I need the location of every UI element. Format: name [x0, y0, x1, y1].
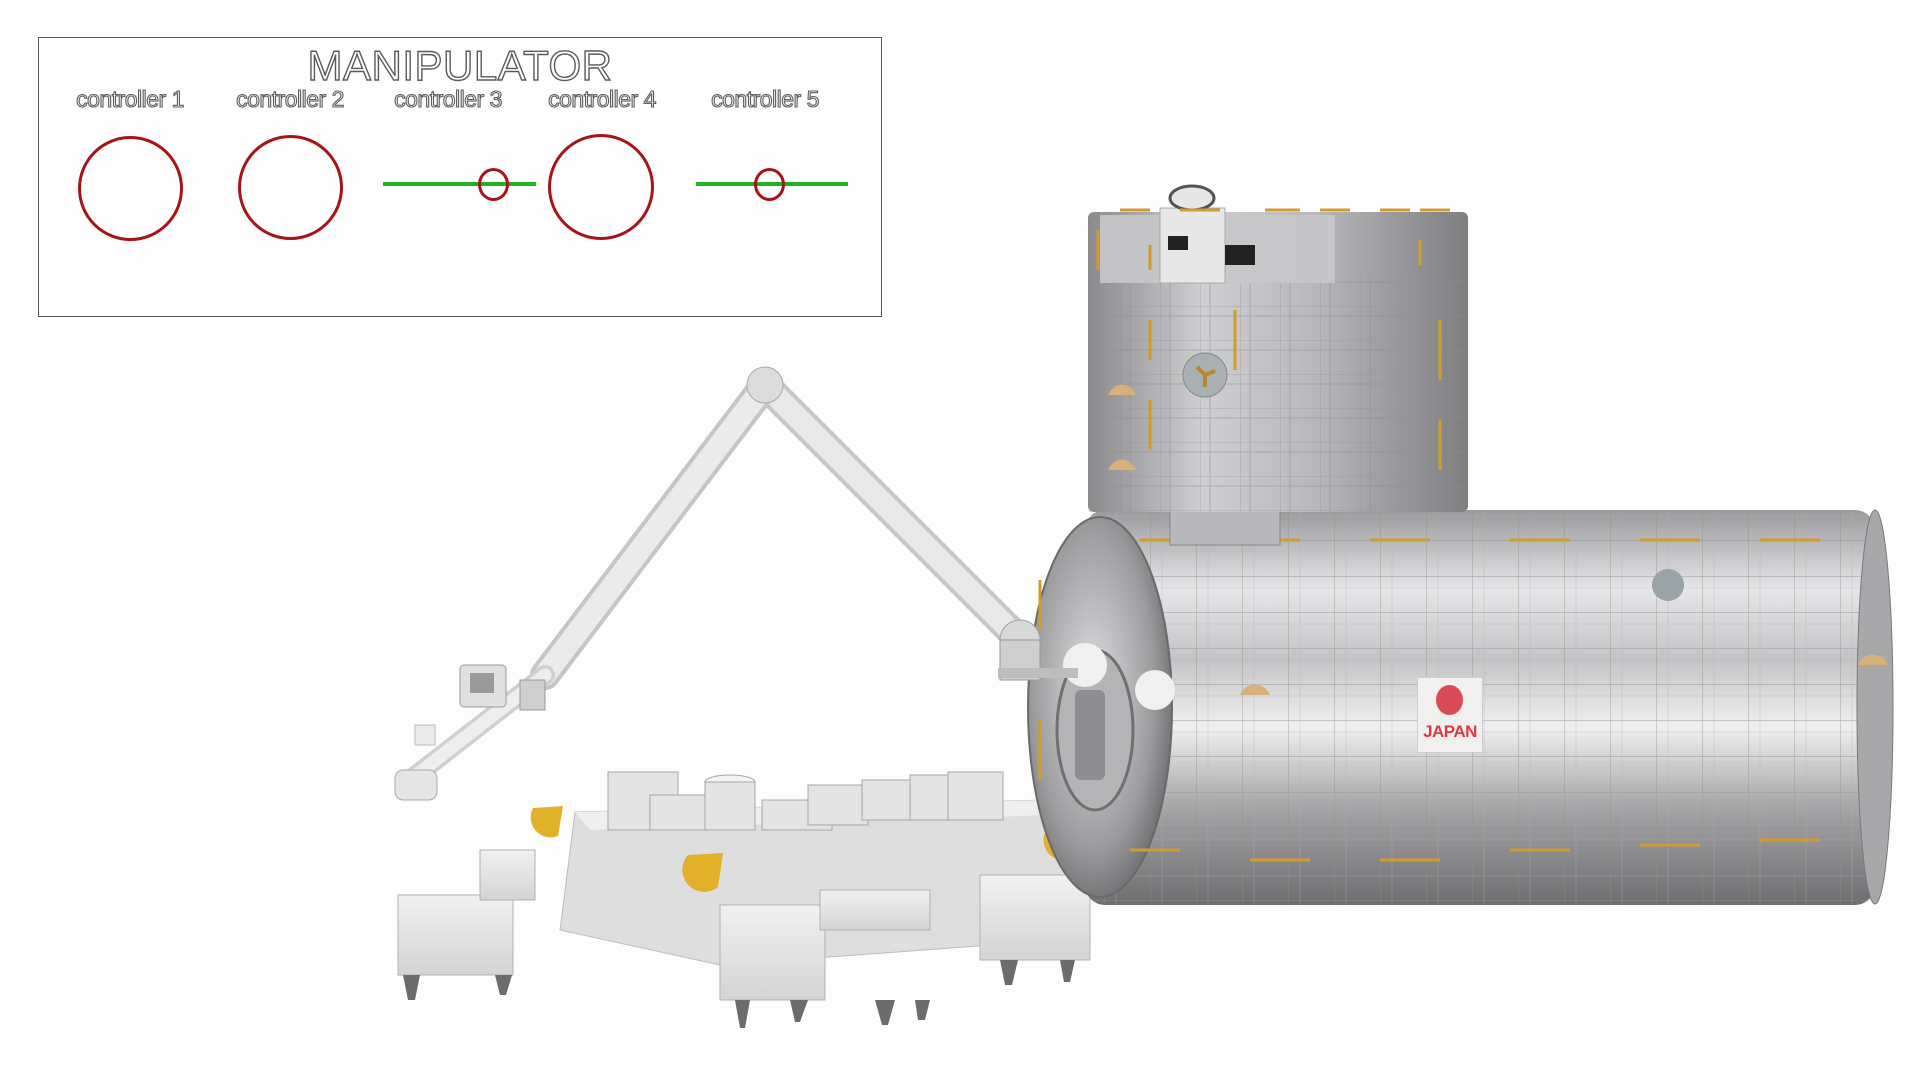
logistics-module: [1088, 184, 1468, 512]
controller-5-slider-knob[interactable]: [754, 168, 785, 201]
controller-5-label: controller 5: [711, 85, 820, 112]
controller-2-knob[interactable]: [238, 135, 343, 240]
controller-3-slider-track[interactable]: [383, 182, 536, 186]
flag-label: JAPAN: [1423, 722, 1477, 741]
controller-4-knob[interactable]: [548, 134, 654, 240]
panel-title: MANIPULATOR: [307, 42, 613, 89]
controller-4-label: controller 4: [548, 85, 657, 112]
controller-3-slider-knob[interactable]: [478, 168, 509, 201]
controller-1-knob[interactable]: [78, 136, 183, 241]
controller-3-label: controller 3: [394, 85, 503, 112]
japan-flag: JAPAN: [1417, 677, 1483, 753]
manipulator-control-panel: MANIPULATOR controller 1 controller 2 co…: [38, 37, 882, 317]
controller-2-label: controller 2: [236, 85, 345, 112]
robotic-arm: [394, 366, 1078, 801]
controller-1-label: controller 1: [76, 85, 185, 112]
hinomaru-sun: [1436, 685, 1463, 715]
exposed-facility: [397, 771, 1091, 1028]
